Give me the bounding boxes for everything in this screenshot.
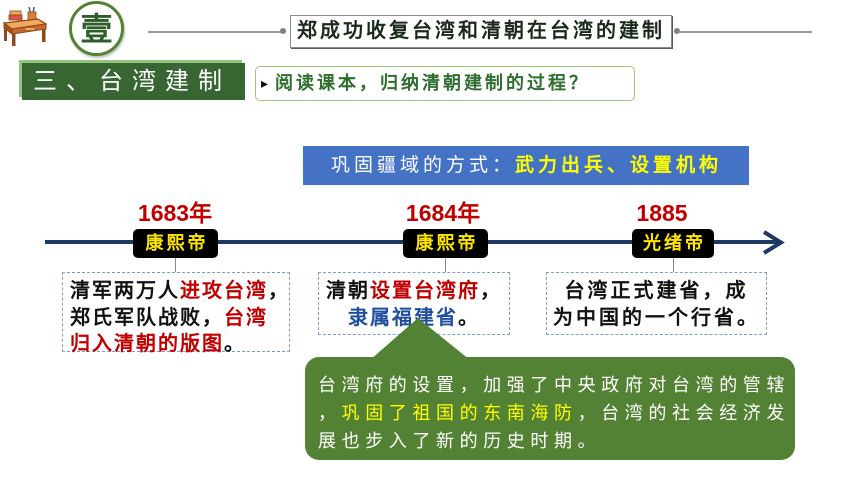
title-rule-right-dot	[674, 28, 680, 34]
event-connector	[175, 258, 176, 272]
text-segment: 清军两万人	[70, 280, 180, 302]
highlight-segment: 进攻台湾	[180, 280, 268, 302]
timeline-arrowhead-icon	[762, 230, 785, 255]
highlight-segment: 隶属福建省	[348, 306, 458, 329]
description-line: 郑氏军队战败，台湾	[70, 305, 289, 332]
highlight-segment: 设置台湾府	[370, 280, 480, 302]
text-segment: ，	[268, 280, 290, 302]
consolidation-method-box: 巩固疆域的方式：武力出兵、设置机构	[303, 146, 749, 185]
triangle-bullet-icon: ▸	[261, 75, 269, 91]
highlight-segment: 台湾	[224, 306, 268, 329]
section-number-badge: 壹	[69, 1, 124, 56]
emperor-label: 康熙帝	[133, 229, 218, 258]
event-year: 1683年	[137, 200, 213, 226]
method-label: 巩固疆域的方式：	[331, 155, 516, 176]
significance-callout: 台湾府的设置，加强了中央政府对台湾的管辖 ，巩固了祖国的东南海防，台湾的社会经济…	[305, 357, 795, 460]
desk-icon	[2, 6, 48, 48]
title-rule-left	[148, 31, 282, 33]
subsection-banner: 三、台湾建制	[22, 63, 245, 100]
callout-line: 展也步入了新的历史时期。	[318, 427, 795, 455]
event-year: 1684年	[405, 200, 481, 226]
title-rule-left-dot	[280, 28, 286, 34]
event-year: 1885	[636, 200, 688, 226]
text-segment: 。	[224, 333, 246, 355]
subsection-label: 三、台湾建制	[33, 67, 231, 95]
reading-prompt-box: ▸ 阅读课本，归纳清朝建制的过程？	[255, 66, 635, 101]
text-segment: 台湾正式建省，成	[564, 280, 749, 302]
reading-prompt: 阅读课本，归纳清朝建制的过程？	[275, 73, 590, 93]
event-description-box: 清军两万人进攻台湾， 郑氏军队战败，台湾 归入清朝的版图。	[62, 272, 290, 355]
event-description-box: 台湾正式建省，成 为中国的一个行省。	[546, 272, 767, 335]
highlight-segment: 巩固了祖国的东南海防	[341, 403, 578, 423]
callout-line: 台湾府的设置，加强了中央政府对台湾的管辖	[318, 371, 795, 399]
description-line: 清朝设置台湾府，	[319, 278, 509, 305]
event-connector	[445, 258, 446, 272]
emperor-label: 康熙帝	[403, 229, 488, 258]
highlight-segment: 归入清朝的版图	[70, 333, 224, 355]
text-segment: 台湾府的设置，加强了中央政府对台湾的管辖	[318, 375, 790, 395]
text-segment: 为中国的一个行省。	[553, 306, 760, 329]
text-segment: 清朝	[326, 280, 370, 302]
method-value: 武力出兵、设置机构	[515, 155, 723, 176]
emperor-label: 光绪帝	[632, 229, 714, 258]
callout-pointer	[370, 318, 470, 360]
text-segment: ，	[318, 403, 342, 423]
description-line: 归入清朝的版图。	[70, 331, 289, 358]
text-segment: ，台湾的社会经济发	[577, 403, 791, 423]
event-connector	[673, 258, 674, 272]
description-line: 台湾正式建省，成	[547, 278, 766, 305]
description-line: 清军两万人进攻台湾，	[70, 278, 289, 305]
text-segment: 展也步入了新的历史时期。	[318, 431, 602, 451]
description-line: 为中国的一个行省。	[547, 305, 766, 332]
section-number: 壹	[80, 9, 113, 48]
text-segment: 郑氏军队战败，	[70, 306, 224, 329]
text-segment: 。	[458, 306, 480, 329]
callout-line: ，巩固了祖国的东南海防，台湾的社会经济发	[318, 399, 795, 427]
title-rule-right	[678, 31, 812, 33]
text-segment: ，	[480, 280, 502, 302]
slide-title: 郑成功收复台湾和清朝在台湾的建制	[297, 20, 665, 42]
slide-title-box: 郑成功收复台湾和清朝在台湾的建制	[290, 15, 672, 48]
description-line: 隶属福建省。	[319, 305, 509, 332]
